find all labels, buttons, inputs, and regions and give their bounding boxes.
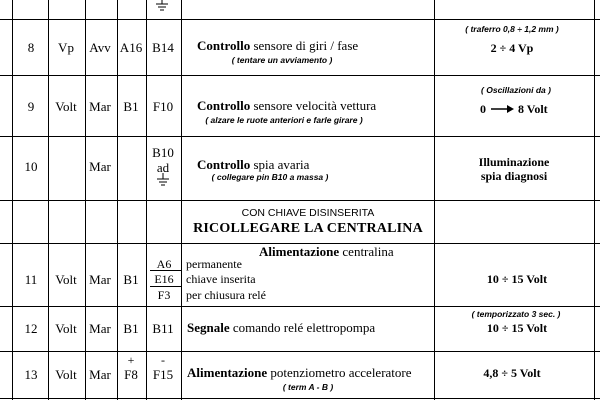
row-divider <box>0 136 600 137</box>
condition-cell: Avv <box>89 40 111 55</box>
row-divider <box>0 398 600 399</box>
value-note: ( temporizzato 3 sec. ) <box>471 309 561 319</box>
value-from: 0 <box>480 102 486 116</box>
row-number: 10 <box>24 159 38 174</box>
pin-cell: F15 <box>152 367 174 382</box>
sub-pin: A6 <box>156 257 172 271</box>
sub-pin: F3 <box>157 288 171 302</box>
unit-cell: Volt <box>55 99 77 114</box>
unit-cell: Volt <box>55 272 77 287</box>
description: Alimentazione centralina <box>259 244 394 259</box>
condition-cell: Mar <box>89 321 111 336</box>
value-cell: 4,8 ÷ 5 Volt <box>483 366 541 380</box>
unit-cell: Volt <box>55 367 77 382</box>
ground-symbol-icon <box>156 0 168 11</box>
row-number: 8 <box>27 40 35 55</box>
row-number: 11 <box>24 272 38 287</box>
pin-cell: B1 <box>123 99 139 114</box>
pin-cell: A16 <box>119 40 143 55</box>
value-cell: 2 ÷ 4 Vp <box>490 41 534 55</box>
description: Alimentazione potenziometro acceleratore <box>187 365 412 380</box>
description-note: ( alzare le ruote anteriori e farle gira… <box>205 115 363 125</box>
value-note: ( Oscillazioni da ) <box>481 85 551 95</box>
row-divider <box>0 19 600 20</box>
pin-suffix: ad <box>156 160 170 175</box>
row-number: 13 <box>24 367 38 382</box>
description-note: ( tentare un avviamento ) <box>231 55 333 65</box>
row-number: 12 <box>24 321 38 336</box>
pin-cell: B14 <box>152 40 174 55</box>
row-divider <box>0 243 600 244</box>
description: Controllo sensore di giri / fase <box>197 38 359 53</box>
description: Controllo spia avaria <box>197 157 310 172</box>
sub-pin: E16 <box>154 272 174 286</box>
row-divider <box>0 351 600 352</box>
pin-cell: B11 <box>152 321 174 336</box>
pin-cell: F8 <box>124 367 138 382</box>
pin-cell: B10 <box>152 145 174 160</box>
value-cell: Illuminazione <box>478 155 550 169</box>
pin-cell: B1 <box>123 272 139 287</box>
condition-cell: Mar <box>89 367 111 382</box>
row-number: 9 <box>27 99 35 114</box>
condition-cell: Mar <box>89 159 111 174</box>
ground-symbol-icon <box>157 173 169 186</box>
value-cell: spia diagnosi <box>480 169 548 183</box>
pin-sign: + <box>127 353 135 367</box>
pin-cell: F10 <box>152 99 174 114</box>
section-header-title: RICOLLEGARE LA CENTRALINA <box>193 221 423 236</box>
value-cell: 10 ÷ 15 Volt <box>486 272 548 286</box>
value-note: ( traferro 0,8 ÷ 1,2 mm ) <box>465 24 559 34</box>
row-divider <box>0 306 600 307</box>
sub-divider <box>150 286 182 287</box>
description: Controllo sensore velocità vettura <box>197 98 377 113</box>
sub-pin-label: per chiusura relé <box>186 288 266 302</box>
description: Segnale comando relé elettropompa <box>187 320 376 335</box>
sub-pin-label: permanente <box>186 257 242 271</box>
value-to: 8 Volt <box>518 102 548 116</box>
sub-divider <box>150 270 182 271</box>
sub-pin-label: chiave inserita <box>186 272 256 286</box>
description-note: ( collegare pin B10 a massa ) <box>211 172 329 182</box>
condition-cell: Mar <box>89 99 111 114</box>
pin-cell: B1 <box>123 321 139 336</box>
unit-cell: Volt <box>55 321 77 336</box>
row-divider <box>0 200 600 201</box>
description-note: ( term A - B ) <box>282 382 334 392</box>
value-cell: 10 ÷ 15 Volt <box>486 321 548 335</box>
section-header-small: CON CHIAVE DISINSERITA <box>241 207 375 219</box>
unit-cell: Vp <box>58 40 74 55</box>
row-divider <box>0 75 600 76</box>
condition-cell: Mar <box>89 272 111 287</box>
arrow-right-icon <box>491 105 514 113</box>
pin-sign: - <box>161 353 165 367</box>
